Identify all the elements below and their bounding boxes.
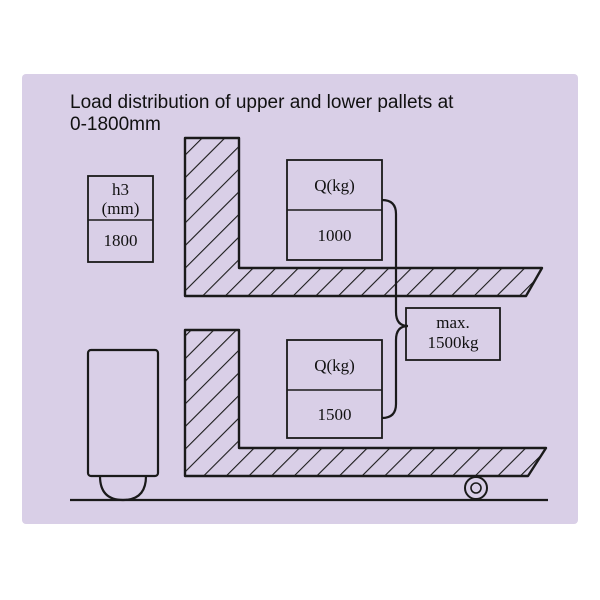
upper-load-box — [286, 159, 383, 261]
lower-load-box — [286, 339, 383, 439]
h3-header-line-2: (mm) — [101, 199, 140, 218]
lower-load-header: Q(kg) — [314, 356, 355, 375]
lower-fork — [183, 328, 548, 478]
title-line-2: 0-1800mm — [70, 114, 161, 135]
counterweight-block — [86, 348, 160, 478]
h3-header-line-1: h3 — [112, 180, 129, 199]
load-bracket — [381, 198, 409, 420]
max-value: 1500kg — [427, 333, 479, 352]
front-wheel — [98, 475, 148, 502]
upper-load-value: 1000 — [317, 226, 352, 245]
max-label: max. — [436, 313, 470, 332]
h3-value: 1800 — [103, 231, 138, 250]
load-roller — [464, 476, 488, 500]
max-box — [405, 307, 501, 361]
lower-load-value: 1500 — [317, 405, 352, 424]
upper-fork — [183, 136, 544, 298]
upper-load-header: Q(kg) — [314, 176, 355, 195]
h3-table — [87, 175, 154, 263]
title-line-1: Load distribution of upper and lower pal… — [70, 92, 454, 113]
